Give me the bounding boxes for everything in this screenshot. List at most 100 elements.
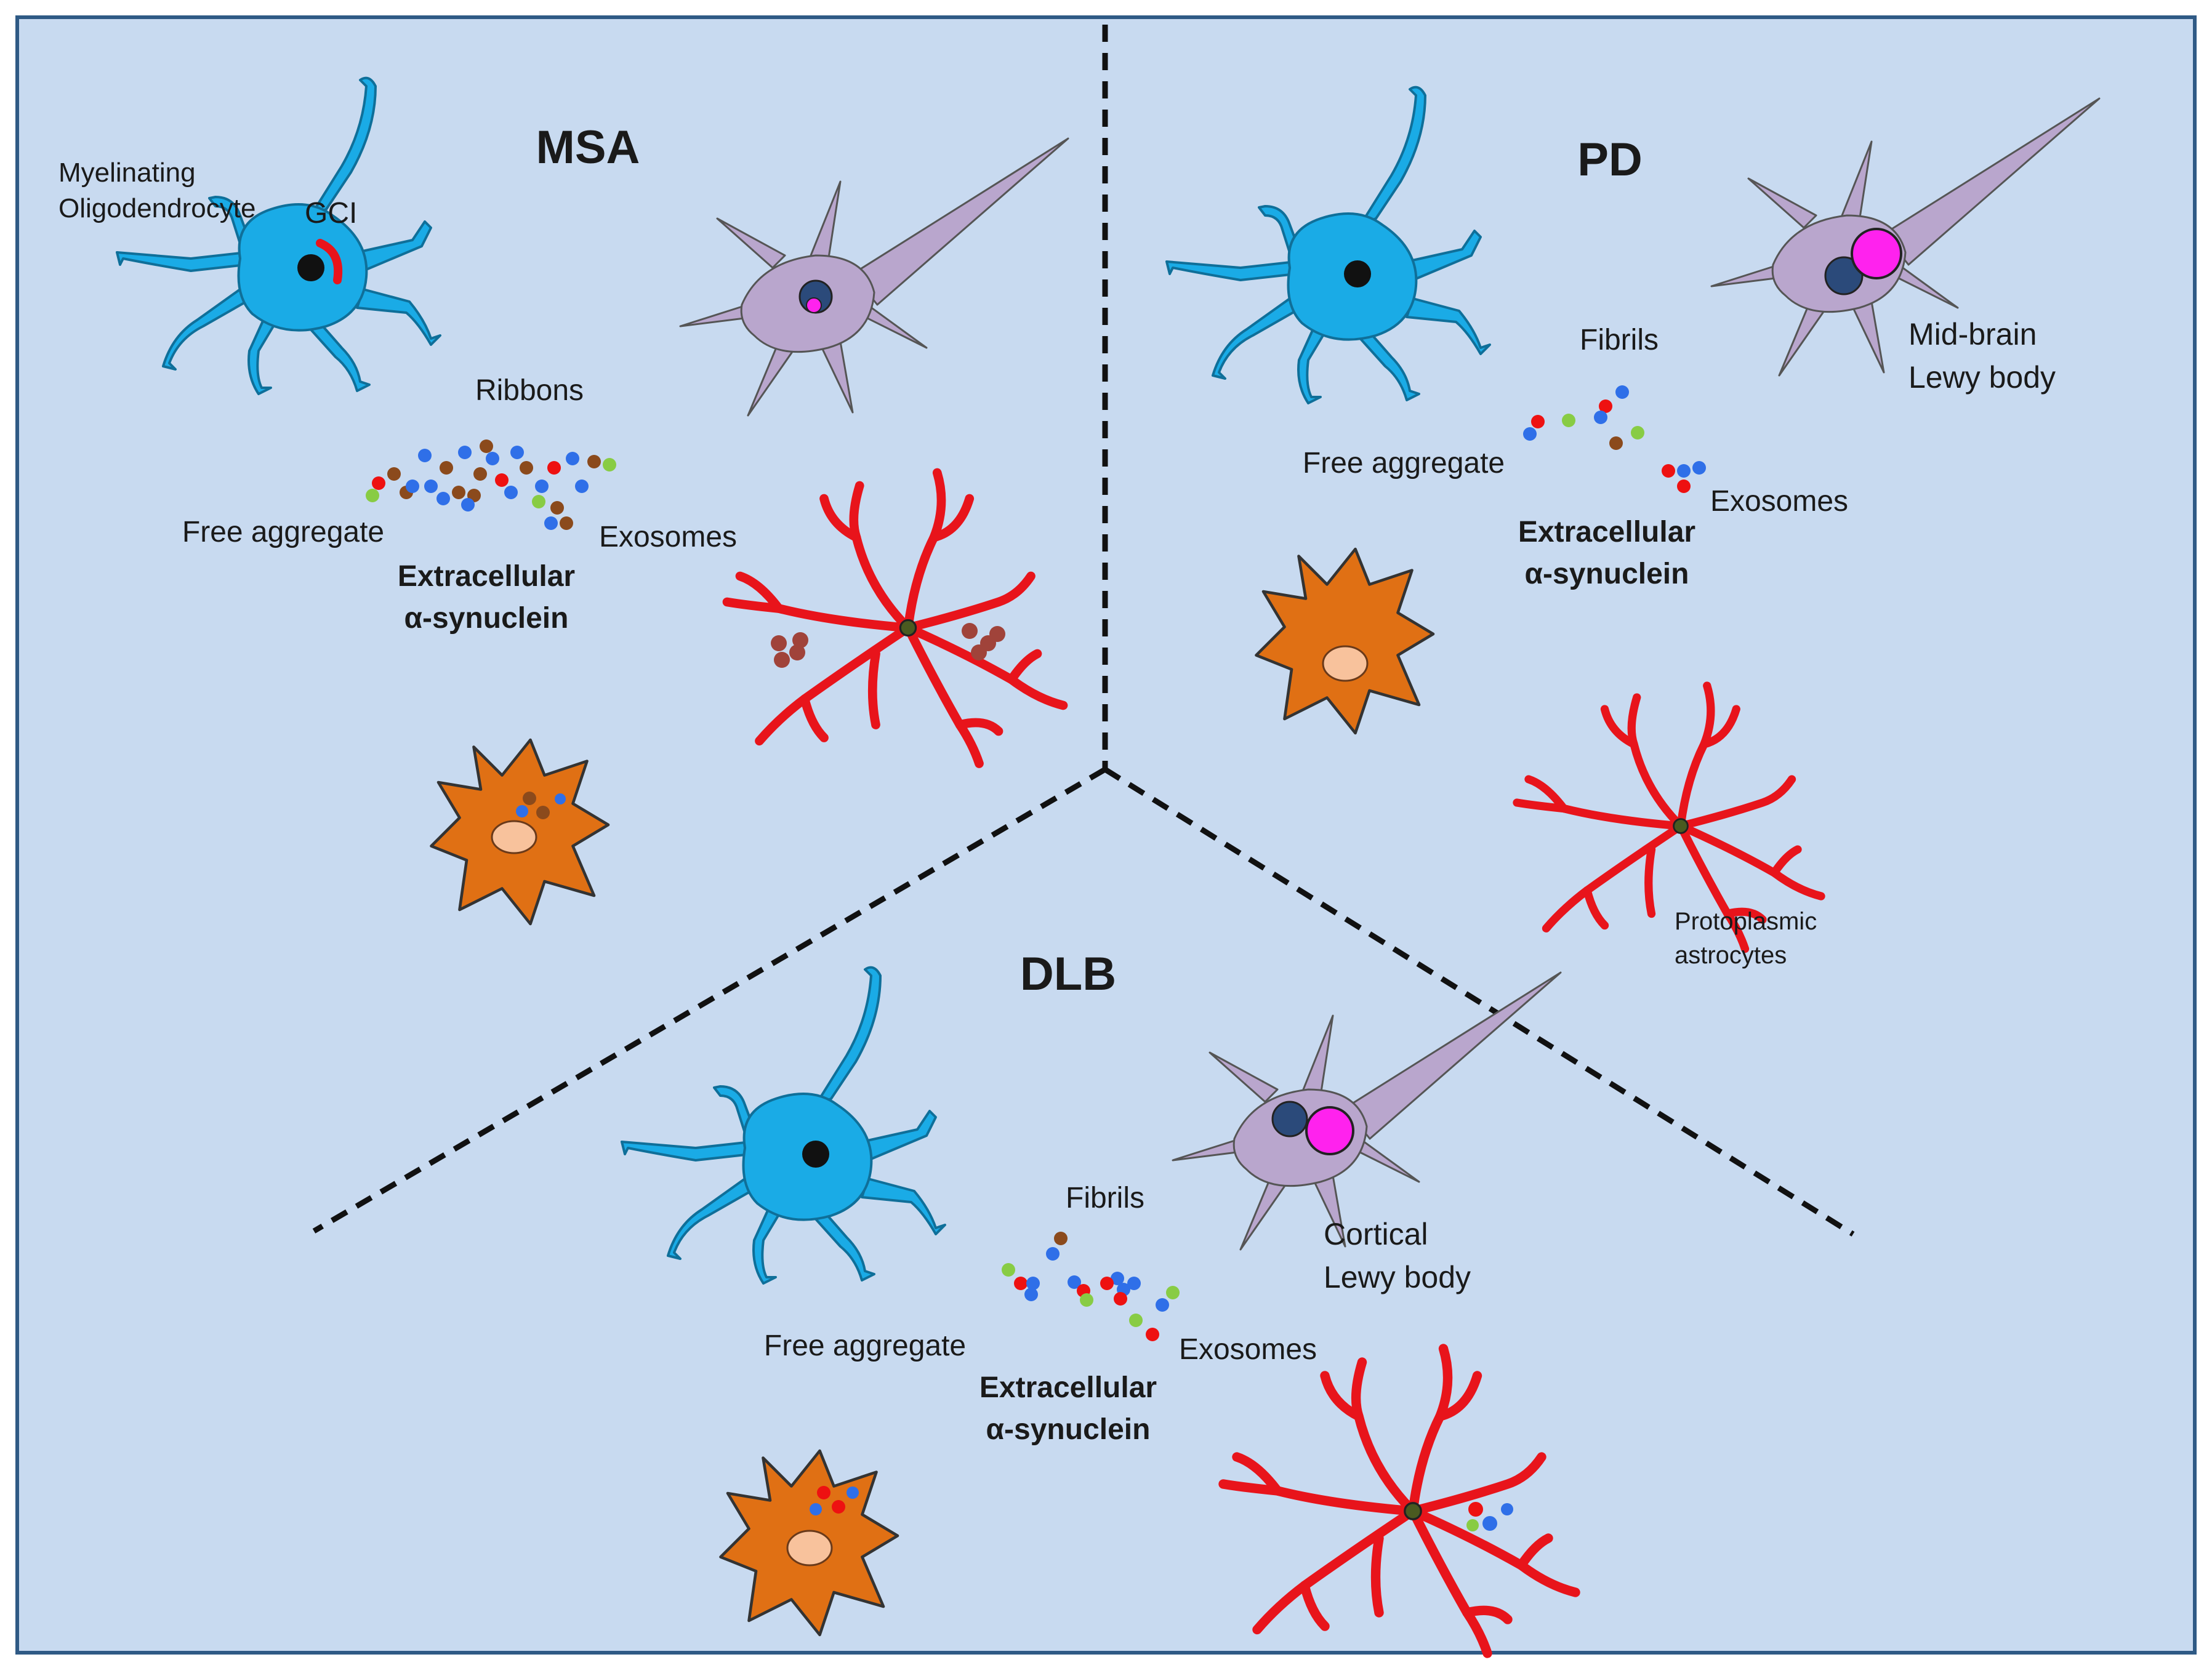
dlb-synuclein-dot [1156, 1298, 1169, 1312]
dlb-synuclein-dot [1146, 1328, 1159, 1341]
pd-synuclein-dot [1594, 411, 1607, 424]
pd-synuclein-dot [1531, 415, 1545, 428]
microglia-aggregate [847, 1486, 859, 1499]
astrocyte-aggregate [1468, 1502, 1483, 1517]
dlb-synuclein-dot [1068, 1275, 1081, 1289]
ribbon-dot [587, 455, 601, 468]
ribbon-dot [458, 446, 472, 459]
gci-inclusion [316, 239, 343, 284]
midbrain-lewy-body [1851, 228, 1902, 279]
msa-extracellular-line1: Extracellular [398, 560, 575, 593]
oligo-nucleus [802, 1141, 829, 1168]
microglia-nucleus [786, 1530, 833, 1567]
pd-synuclein-dot [1677, 464, 1691, 478]
dlb-synuclein-dot [1046, 1247, 1060, 1261]
oligo-label-line1: Myelinating [58, 158, 196, 188]
astro-label-line2: astrocytes [1675, 942, 1787, 969]
pd-exosomes-label: Exosomes [1710, 485, 1848, 518]
ribbon-dot [504, 486, 518, 499]
astrocyte-aggregate [1482, 1516, 1497, 1531]
ribbon-dot [461, 498, 475, 512]
astrocyte-aggregate [962, 623, 978, 639]
astrocyte-aggregate [1501, 1503, 1513, 1515]
cortical-lewy-body [1305, 1106, 1354, 1155]
ribbon-dot [440, 461, 453, 475]
pd-synuclein-dot [1692, 461, 1706, 475]
dlb-synuclein-dot [1166, 1286, 1180, 1299]
ribbon-dot [532, 495, 545, 508]
pd-fibrils-label: Fibrils [1580, 324, 1659, 356]
pd-synuclein-dot [1523, 427, 1537, 441]
pd-synuclein-dot [1677, 479, 1691, 493]
astrocyte-aggregate [774, 652, 790, 668]
pd-synuclein-dot [1599, 399, 1612, 413]
ribbon-dot [372, 476, 385, 490]
dlb-synuclein-dot [1129, 1314, 1143, 1327]
pd-lewy-label-line1: Mid-brain [1908, 317, 2037, 351]
dlb-extracellular-line1: Extracellular [979, 1371, 1157, 1404]
msa-title: MSA [536, 121, 640, 174]
ribbon-dot [452, 486, 465, 499]
microglia-aggregate [832, 1500, 845, 1514]
ribbons-label: Ribbons [475, 374, 584, 407]
dlb-extracellular-line2: α-synuclein [986, 1413, 1151, 1446]
dlb-free-aggregate-label: Free aggregate [764, 1330, 966, 1362]
ribbon-dot [424, 479, 438, 493]
microglia-aggregate [516, 805, 528, 817]
ribbon-dot [603, 458, 616, 471]
ribbon-dot [510, 446, 524, 459]
ribbon-dot [535, 479, 549, 493]
dlb-title: DLB [1020, 948, 1116, 1000]
pd-synuclein-dot [1662, 464, 1675, 478]
ribbon-dot [418, 449, 432, 462]
microglia-nucleus [491, 820, 537, 854]
dlb-synuclein-dot [1080, 1293, 1093, 1307]
ribbon-dot [436, 492, 450, 505]
dlb-lewy-label-line1: Cortical [1324, 1217, 1428, 1251]
oligo-label-line2: Oligodendrocyte [58, 193, 255, 223]
ribbon-dot [366, 489, 379, 502]
dlb-exosomes-label: Exosomes [1179, 1333, 1317, 1366]
dlb-synuclein-dot [1002, 1263, 1015, 1277]
dlb-synuclein-dot [1024, 1288, 1038, 1301]
ribbon-dot [575, 479, 589, 493]
astrocyte-aggregate [789, 644, 805, 660]
pd-free-aggregate-label: Free aggregate [1303, 447, 1505, 479]
dlb-fibrils-label: Fibrils [1066, 1182, 1144, 1214]
gci-label: GCI [305, 197, 357, 230]
microglia-aggregate [817, 1486, 831, 1499]
microglia-aggregate [536, 806, 550, 819]
msa-extracellular-line2: α-synuclein [404, 602, 569, 635]
pd-extracellular-line2: α-synuclein [1525, 558, 1689, 590]
ribbon-dot [387, 467, 401, 481]
dlb-synuclein-dot [1026, 1277, 1040, 1290]
pd-synuclein-dot [1609, 436, 1623, 450]
ribbon-dot [406, 479, 419, 493]
neuron-nucleus [1824, 256, 1864, 295]
dlb-synuclein-dot [1114, 1292, 1127, 1306]
microglia-aggregate [810, 1503, 822, 1515]
pd-synuclein-dot [1562, 414, 1575, 427]
astro-label-line1: Protoplasmic [1675, 908, 1817, 935]
msa-exosomes-label: Exosomes [599, 521, 737, 553]
divider-right [1103, 767, 1855, 1237]
divider-left [312, 767, 1107, 1234]
pd-title: PD [1577, 134, 1643, 186]
ribbon-dot [473, 467, 487, 481]
astrocyte-aggregate [1466, 1519, 1479, 1531]
oligo-nucleus [297, 254, 324, 281]
ribbon-dot [486, 452, 499, 465]
ribbon-dot [550, 501, 564, 515]
ribbon-dot [560, 516, 573, 530]
ribbon-dot [566, 452, 579, 465]
neuron-nucleus [1271, 1101, 1308, 1137]
pd-lewy-label-line2: Lewy body [1908, 360, 2056, 395]
ribbon-dot [547, 461, 561, 475]
microglia-nucleus [1322, 645, 1369, 682]
dlb-synuclein-dot [1014, 1277, 1028, 1290]
astrocyte-aggregate [792, 632, 808, 648]
ribbon-dot [495, 473, 509, 487]
microglia-aggregate [555, 793, 566, 804]
